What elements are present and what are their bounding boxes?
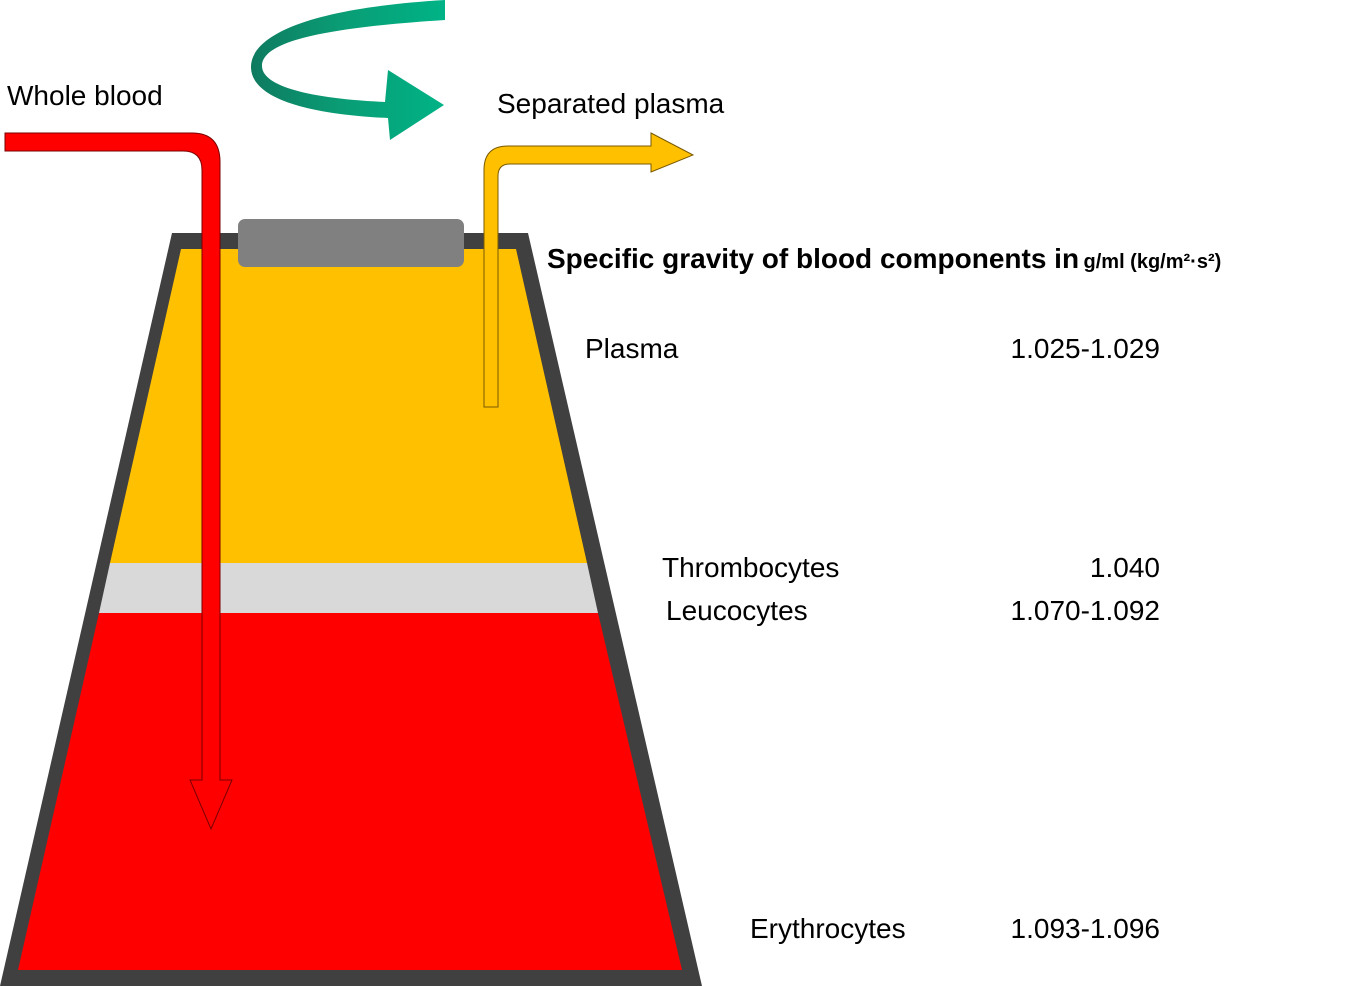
component-name-erythrocytes: Erythrocytes xyxy=(750,915,906,943)
separated-plasma-label: Separated plasma xyxy=(497,90,724,118)
specific-gravity-title: Specific gravity of blood components in … xyxy=(547,245,1221,273)
component-name-leucocytes: Leucocytes xyxy=(666,597,808,625)
component-name-plasma: Plasma xyxy=(585,335,678,363)
red-cell-layer xyxy=(18,613,682,970)
component-value-plasma: 1.025-1.029 xyxy=(1011,335,1160,363)
title-main-text: Specific gravity of blood components in xyxy=(547,243,1079,274)
buffy-coat-layer xyxy=(99,563,598,613)
whole-blood-label: Whole blood xyxy=(7,82,163,110)
component-value-leucocytes: 1.070-1.092 xyxy=(1011,597,1160,625)
component-value-thrombocytes: 1.040 xyxy=(1090,554,1160,582)
component-value-erythrocytes: 1.093-1.096 xyxy=(1011,915,1160,943)
plasma-layer xyxy=(110,249,587,563)
bowl-lid xyxy=(238,219,464,267)
title-unit-text: g/ml (kg/m²·s²) xyxy=(1084,251,1222,273)
component-name-thrombocytes: Thrombocytes xyxy=(662,554,839,582)
rotation-arrow-icon xyxy=(251,0,445,140)
